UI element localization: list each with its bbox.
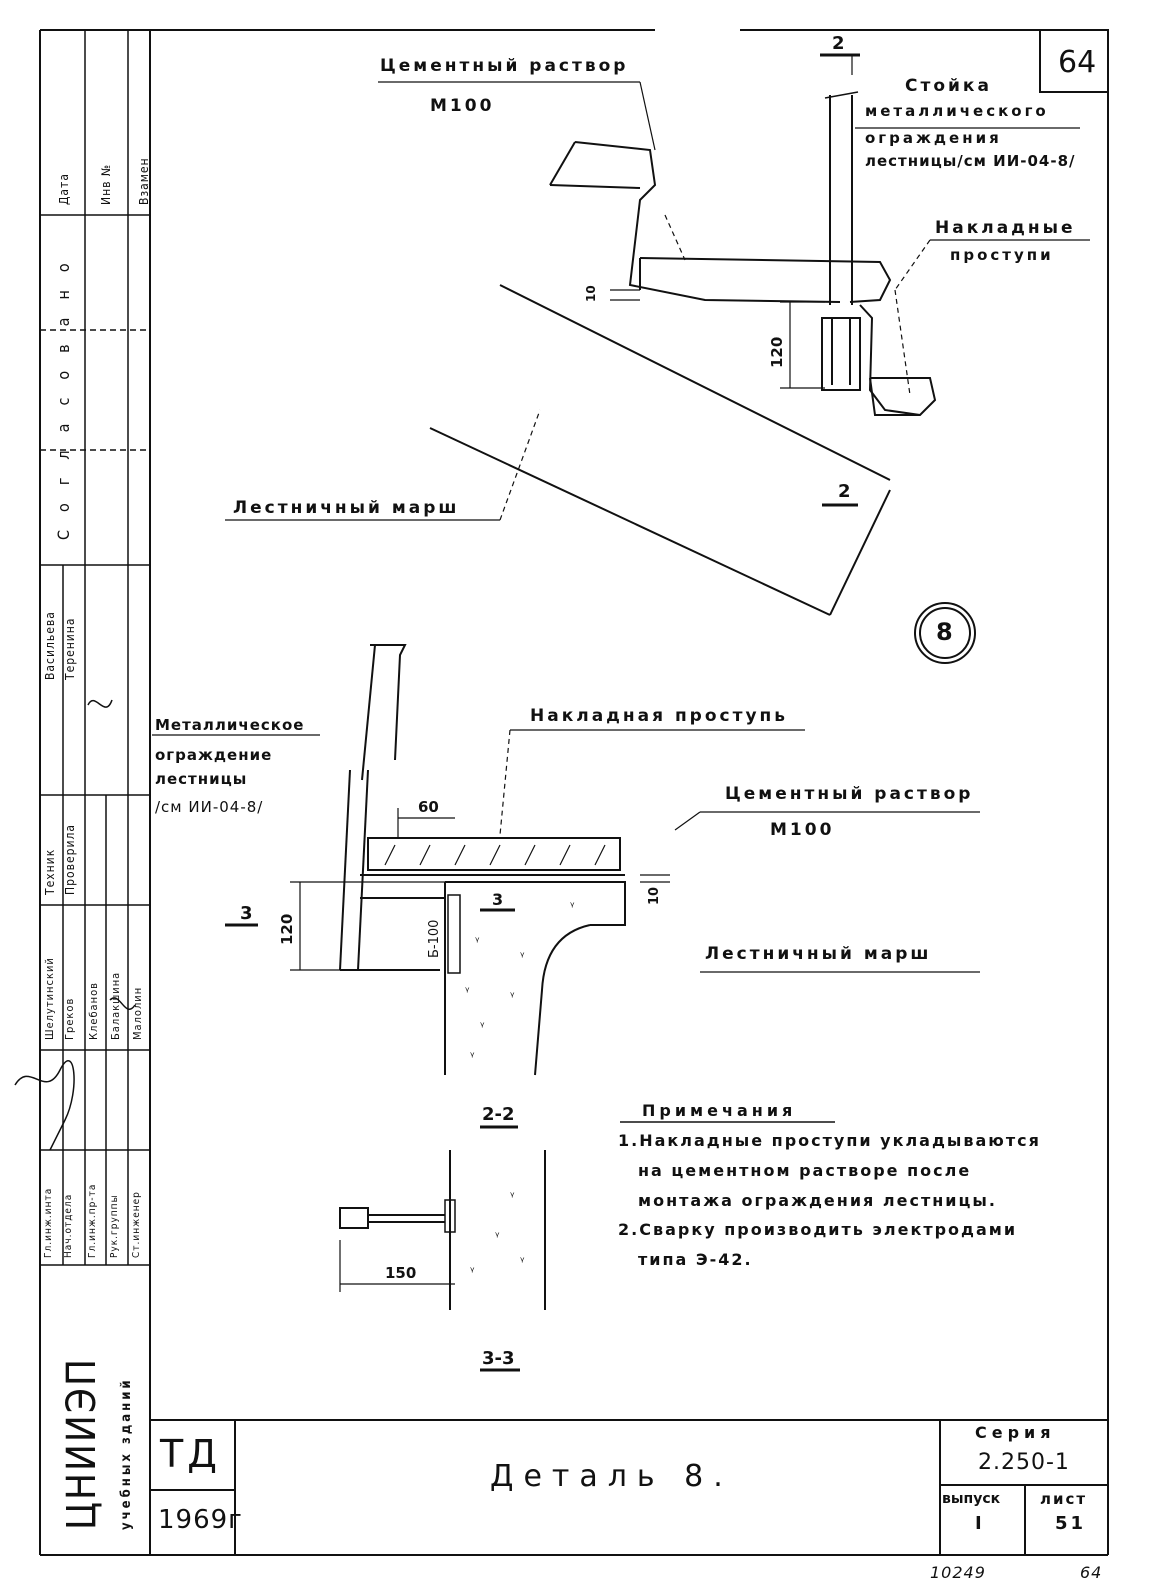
detail-marker — [914, 602, 976, 664]
notes-line-4: 2.Сварку производить электродами — [618, 1220, 1018, 1239]
stamp-pos-3: Гл.инж.пр-та — [87, 1183, 98, 1258]
stamp-name-5: Малолин — [131, 986, 144, 1040]
svg-text:ᵞ: ᵞ — [520, 949, 525, 963]
sheet-number-top: 64 — [1058, 45, 1097, 80]
stamp-agreed-name-2: Теренина — [63, 617, 77, 681]
title-year: 1969г — [158, 1505, 243, 1535]
mid-railing-label-4: /см ИИ-04-8/ — [155, 798, 264, 816]
footer-inventory-number: 10249 — [930, 1563, 986, 1582]
mid-railing-label-3: лестницы — [155, 770, 248, 788]
top-dim-10: 10 — [584, 285, 598, 302]
stamp-role-1: Техник — [43, 848, 57, 895]
mid-railing-label-2: ограждение — [155, 746, 273, 764]
svg-text:ᵞ: ᵞ — [495, 1229, 500, 1243]
concrete-aggregate-marks: ᵞ ᵞ ᵞ ᵞ ᵞ ᵞ ᵞ ᵞ ᵞ ᵞ ᵞ — [465, 899, 575, 1278]
top-detail-drawing — [225, 53, 1090, 616]
stamp-agreed-name-1: Васильева — [43, 611, 57, 680]
svg-text:ᵞ: ᵞ — [520, 1254, 525, 1268]
mid-plate-label: Б-100 — [427, 919, 442, 958]
notes-line-5: типа Э-42. — [638, 1250, 753, 1269]
mid-cement-grade: М100 — [770, 820, 835, 840]
notes-heading: Примечания — [642, 1101, 797, 1120]
mid-nosing-label: Накладная проступь — [530, 706, 789, 726]
sheet-frame — [39, 29, 1109, 1556]
nosing-hatching — [384, 844, 606, 866]
side-stamp-grid — [40, 30, 150, 1266]
title-td: ТД — [160, 1432, 221, 1476]
svg-text:ᵞ: ᵞ — [510, 989, 515, 1003]
svg-text:ᵞ: ᵞ — [465, 984, 470, 998]
stamp-pos-5: Ст.инженер — [131, 1191, 142, 1258]
top-cement-grade: М100 — [430, 96, 495, 116]
svg-text:ᵞ: ᵞ — [470, 1049, 475, 1063]
svg-text:ᵞ: ᵞ — [475, 934, 480, 948]
svg-text:ᵞ: ᵞ — [470, 1264, 475, 1278]
top-post-label-1: Стойка — [905, 76, 992, 96]
svg-text:ᵞ: ᵞ — [570, 899, 575, 913]
section-2-2-caption: 2-2 — [482, 1104, 515, 1125]
title-sheet-label: лист — [1040, 1490, 1088, 1508]
top-section-mark-lower: 2 — [838, 481, 851, 502]
mid-railing-label-1: Металлическое — [155, 716, 305, 734]
stamp-name-4: Балакшина — [109, 971, 122, 1040]
section-2-2-drawing — [152, 644, 980, 1129]
stamp-pos-4: Рук.группы — [109, 1194, 120, 1258]
title-main: Деталь 8. — [490, 1459, 733, 1494]
footer-page: 64 — [1080, 1563, 1103, 1582]
signature-marks — [14, 699, 136, 1151]
stamp-date: Дата — [57, 173, 71, 205]
section-3-3-drawing — [339, 1121, 835, 1372]
mid-cement-label: Цементный раствор — [725, 784, 974, 804]
stamp-org: ЦНИИЭП — [59, 1356, 105, 1530]
notes-line-1: 1.Накладные проступи укладываются — [618, 1131, 1041, 1150]
stamp-name-1: Шелутинский — [43, 957, 56, 1040]
top-nosing-label-2: проступи — [950, 246, 1054, 264]
stamp-pos-1: Гл.инж.инта — [43, 1187, 54, 1258]
detail-number: 8 — [936, 618, 953, 646]
section-3-3-caption: 3-3 — [482, 1348, 515, 1369]
mid-dim-120: 120 — [278, 913, 296, 945]
stamp-name-2: Греков — [63, 997, 76, 1040]
stamp-role-2: Проверила — [63, 824, 77, 895]
stamp-agreed: Согласовано — [54, 245, 73, 540]
mid-section-3-mark: 3 — [492, 890, 504, 909]
top-stair-label: Лестничный марш — [233, 498, 460, 518]
svg-text:ᵞ: ᵞ — [480, 1019, 485, 1033]
top-post-label-4: лестницы/см ИИ-04-8/ — [865, 152, 1076, 170]
mid-section-3-mark-left: 3 — [240, 903, 253, 924]
top-section-mark-upper: 2 — [832, 33, 845, 54]
notes-line-2: на цементном растворе после — [638, 1161, 972, 1180]
section-3-3-dim-150: 150 — [385, 1264, 417, 1282]
top-post-label-3: ограждения — [865, 129, 1002, 147]
stamp-org-sub: учебных зданий — [119, 1377, 134, 1530]
stamp-name-3: Клебанов — [87, 982, 100, 1040]
title-series-value: 2.250-1 — [978, 1450, 1070, 1475]
title-series-label: Серия — [975, 1423, 1056, 1442]
top-nosing-label-1: Накладные — [935, 218, 1076, 238]
stamp-replace: Взамен — [137, 157, 151, 205]
mid-stair-label: Лестничный марш — [705, 944, 932, 964]
notes-line-3: монтажа ограждения лестницы. — [638, 1191, 997, 1210]
svg-text:ᵞ: ᵞ — [510, 1189, 515, 1203]
mid-dim-10: 10 — [647, 886, 662, 905]
title-issue-label: выпуск — [942, 1491, 1001, 1507]
title-issue-value: I — [975, 1513, 985, 1534]
top-dim-120: 120 — [768, 336, 786, 368]
top-post-label-2: металлического — [865, 102, 1049, 120]
title-block — [150, 1419, 1108, 1555]
title-sheet-value: 51 — [1055, 1513, 1087, 1534]
mid-dim-60: 60 — [418, 798, 439, 816]
stamp-pos-2: Нач.отдела — [63, 1193, 74, 1258]
top-cement-label: Цементный раствор — [380, 56, 629, 76]
stamp-inv: Инв № — [99, 163, 113, 205]
